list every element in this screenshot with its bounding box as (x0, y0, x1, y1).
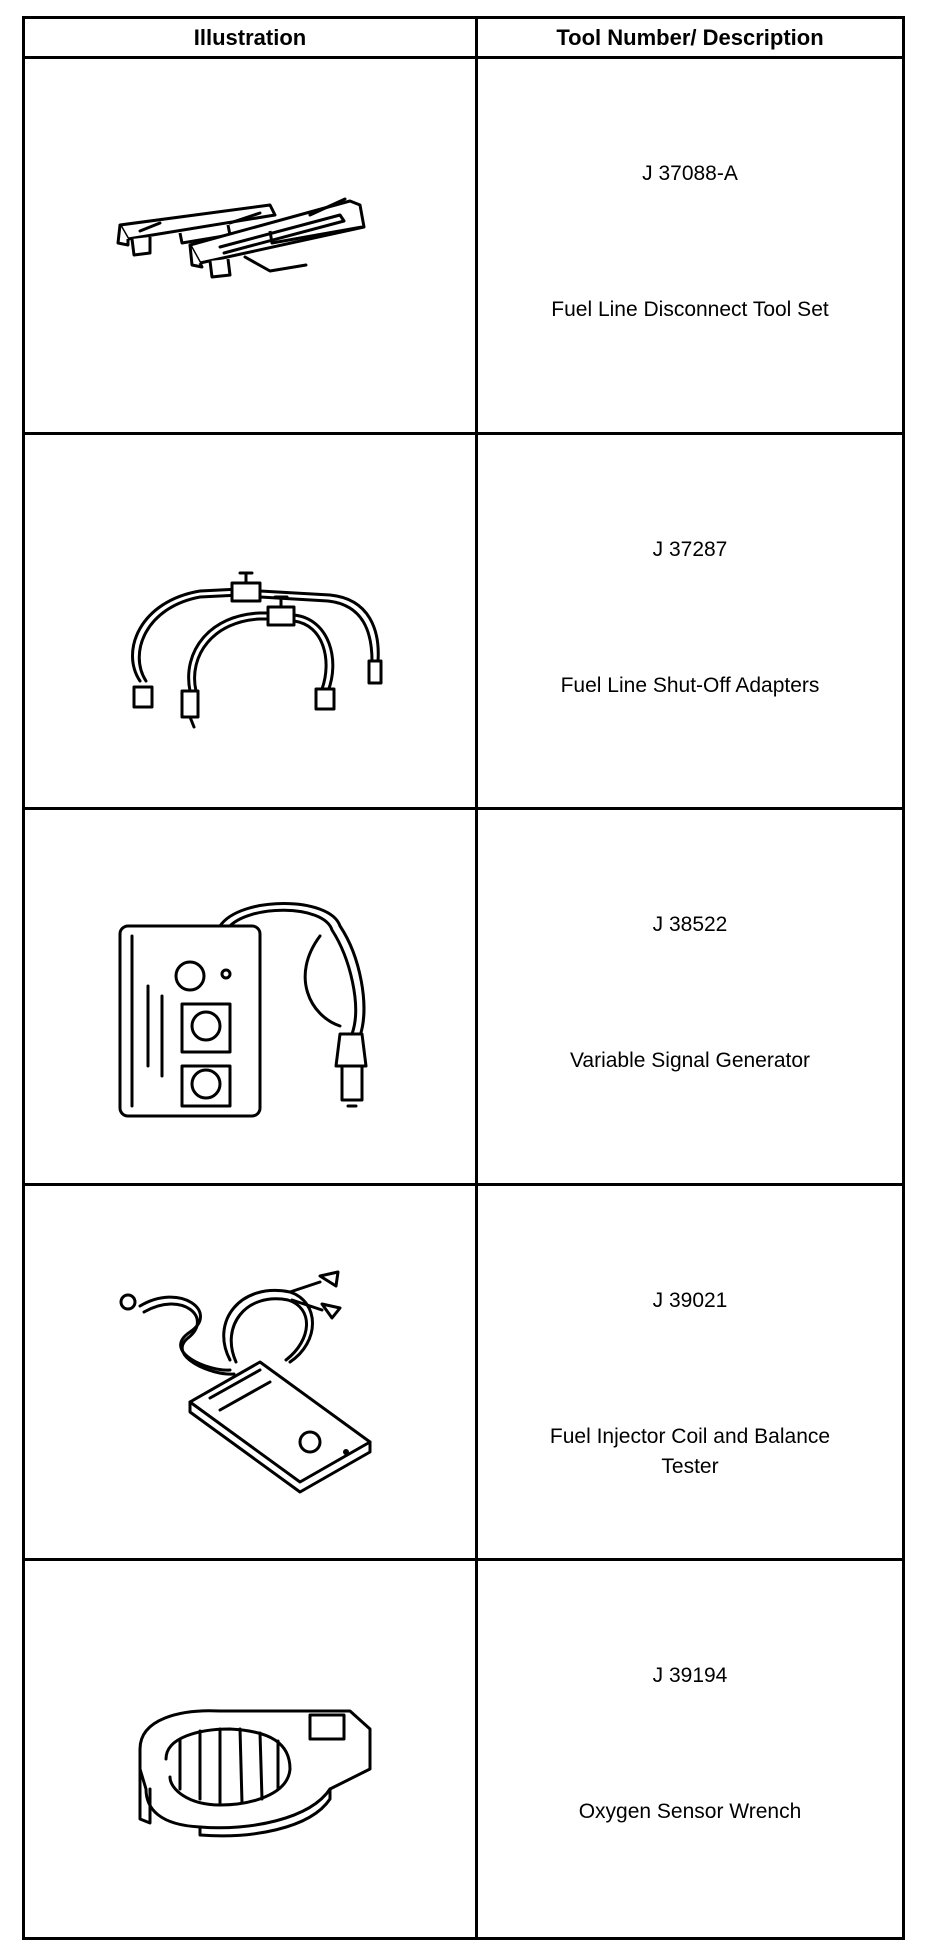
tool-description-cell: J 38522 Variable Signal Generator (478, 810, 902, 1186)
tool-description-cell: J 39021 Fuel Injector Coil and Balance T… (478, 1186, 902, 1562)
tool-description-cell: J 37088-A Fuel Line Disconnect Tool Set (478, 59, 902, 435)
fuel-line-disconnect-tool-icon (116, 197, 366, 279)
illustration-cell (25, 434, 478, 811)
illustration-cell (25, 1185, 478, 1562)
tool-number: J 39021 (652, 1288, 728, 1312)
tool-description: Oxygen Sensor Wrench (578, 1800, 802, 1824)
tool-description-cell: J 39194 Oxygen Sensor Wrench (478, 1561, 902, 1937)
tools-table: Illustration Tool Number/ Description J … (22, 16, 905, 1940)
oxygen-sensor-wrench-icon (138, 1709, 372, 1838)
shut-off-adapters-icon (131, 571, 383, 729)
tool-number: J 38522 (652, 913, 728, 937)
tool-description: Variable Signal Generator (569, 1049, 811, 1073)
tool-description-cell: J 37287 Fuel Line Shut-Off Adapters (478, 435, 902, 811)
tool-number: J 39194 (652, 1664, 728, 1688)
tool-number: J 37088-A (642, 162, 738, 185)
signal-generator-icon (118, 902, 368, 1118)
tool-description: Fuel Line Disconnect Tool Set (551, 298, 829, 321)
injector-tester-icon (119, 1270, 372, 1494)
illustration-cell (25, 810, 478, 1186)
illustration-cell (25, 59, 478, 435)
tool-number: J 37287 (652, 537, 728, 561)
illustration-cell (25, 1561, 478, 1937)
tool-description: Fuel Line Shut-Off Adapters (560, 673, 820, 697)
header-illustration: Illustration (25, 19, 478, 59)
header-tool-description: Tool Number/ Description (478, 19, 902, 59)
tool-description: Fuel Injector Coil and Balance Tester (549, 1424, 831, 1478)
